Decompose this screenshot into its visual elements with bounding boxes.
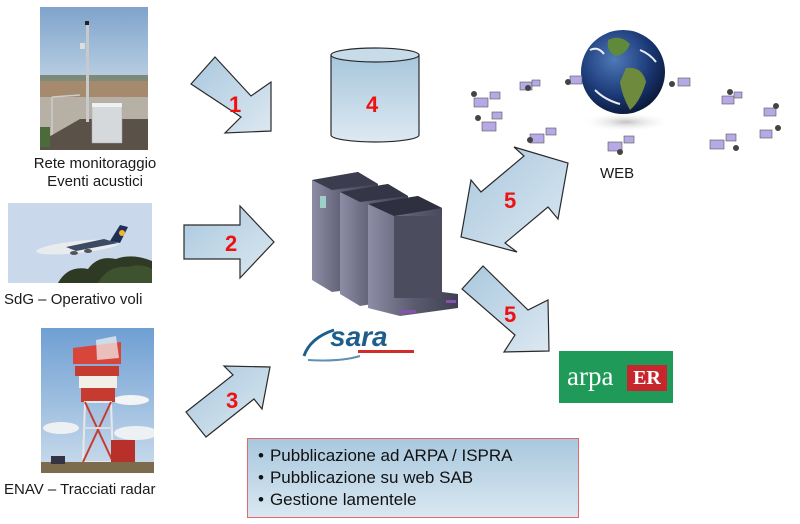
arpa-logo-text: arpa <box>567 361 614 391</box>
arrow-3: 3 <box>185 365 271 438</box>
info-item: Pubblicazione su web SAB <box>258 467 578 489</box>
noise-monitoring-station-photo <box>40 7 148 150</box>
flight-ops-caption: SdG – Operativo voli <box>0 291 164 309</box>
arrow-5-web-number: 5 <box>504 188 516 213</box>
arpa-er-logo: arpa ER <box>559 351 673 403</box>
arrow-5-web: 5 <box>460 146 569 253</box>
arrow-3-number: 3 <box>226 388 238 413</box>
web-network-illustration <box>470 10 790 160</box>
caption-line: SdG – Operativo voli <box>4 291 143 308</box>
globe-icon <box>581 30 665 114</box>
server-unit <box>368 196 458 316</box>
person-icons <box>471 79 781 155</box>
radar-tracks-caption: ENAV – Tracciati radar <box>0 481 194 499</box>
info-item: Pubblicazione ad ARPA / ISPRA <box>258 445 578 467</box>
noise-monitoring-caption: Rete monitoraggio Eventi acustici <box>0 155 190 191</box>
airplane-photo <box>8 203 152 283</box>
arrow-2: 2 <box>183 204 275 280</box>
arrow-1: 1 <box>190 56 272 134</box>
info-item: Gestione lamentele <box>258 489 578 511</box>
caption-line: Rete monitoraggio <box>33 155 157 172</box>
arrow-1-number: 1 <box>229 92 241 117</box>
arrow-5-arpa-number: 5 <box>504 302 516 327</box>
sara-logo: sara <box>300 316 420 364</box>
arrow-5-arpa: 5 <box>461 265 550 353</box>
database-cylinder: 4 <box>330 47 420 143</box>
caption-line: Eventi acustici <box>47 173 143 190</box>
radar-tower-photo <box>41 328 154 473</box>
sara-logo-text: sara <box>330 321 388 352</box>
arrow-2-number: 2 <box>225 231 237 256</box>
web-label: WEB <box>600 165 635 182</box>
database-number: 4 <box>366 92 379 117</box>
arpa-logo-badge: ER <box>627 365 667 391</box>
outputs-info-box: Pubblicazione ad ARPA / ISPRA Pubblicazi… <box>247 438 579 518</box>
caption-line: ENAV – Tracciati radar <box>4 481 156 498</box>
sara-server-cluster <box>300 168 460 316</box>
